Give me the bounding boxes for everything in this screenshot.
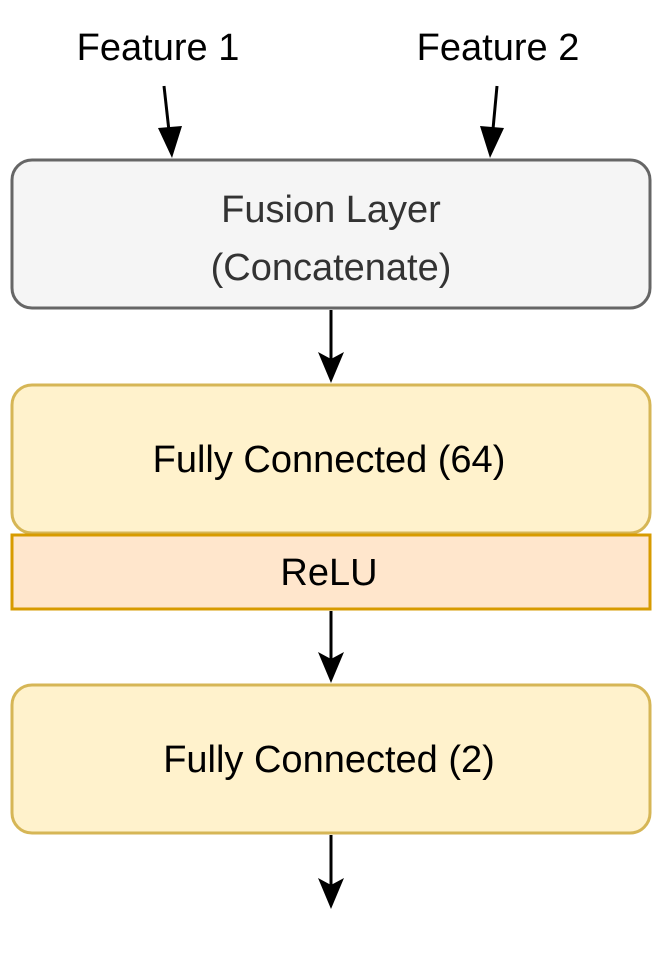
fusion-layer-subtitle: (Concatenate) — [211, 247, 452, 289]
fc2-box: Fully Connected (2) — [10, 683, 652, 835]
feature-1-label: Feature 1 — [77, 27, 240, 69]
feature-2-label: Feature 2 — [417, 27, 580, 69]
fusion-layer-box: Fusion Layer (Concatenate) — [10, 158, 652, 310]
feature-2-arrow — [480, 85, 504, 158]
relu-to-fc2-arrow — [318, 611, 344, 683]
relu-box: ReLU — [10, 533, 652, 611]
fc64-label: Fully Connected (64) — [153, 439, 506, 481]
output-arrow — [318, 835, 344, 909]
fc64-box: Fully Connected (64) — [10, 383, 652, 535]
fusion-to-fc64-arrow — [318, 310, 344, 383]
fc64-rect — [10, 383, 652, 535]
relu-label: ReLU — [280, 552, 377, 594]
fc2-label: Fully Connected (2) — [163, 739, 495, 781]
fusion-layer-rect — [10, 158, 652, 310]
fc2-rect — [10, 683, 652, 835]
fusion-layer-title: Fusion Layer — [221, 189, 441, 231]
relu-rect — [10, 533, 652, 611]
feature-1-arrow — [158, 85, 182, 158]
